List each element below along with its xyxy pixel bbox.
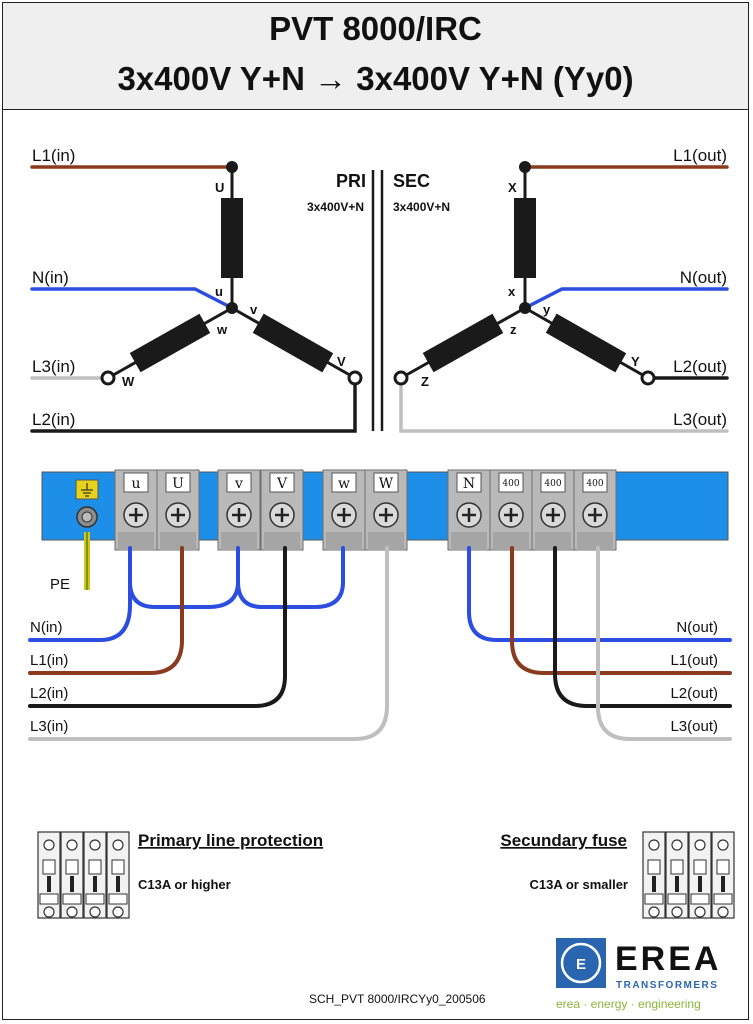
primary-node-u	[226, 161, 238, 173]
label-wire-l3-in: L3(in)	[30, 718, 68, 735]
primary-l2-wire	[30, 376, 357, 433]
label-winding-U: U	[215, 180, 224, 195]
primary-n-wire	[30, 287, 234, 310]
terminal-10: 400	[573, 469, 617, 551]
secondary-winding-x	[514, 167, 536, 308]
secondary-node-x	[519, 161, 531, 173]
secondary-protection-title: Secundary fuse	[500, 831, 627, 850]
secondary-node-z	[393, 370, 409, 386]
terminal-4: V	[260, 469, 304, 551]
primary-star-point	[226, 302, 238, 314]
label-winding-w: w	[216, 322, 228, 337]
label-winding-V: V	[337, 354, 346, 369]
secondary-winding-y	[524, 306, 649, 380]
wire-l3-in	[28, 546, 389, 741]
terminal-label: w	[338, 476, 350, 492]
label-pe: PE	[50, 576, 70, 593]
title-configuration: 3x400V Y+N → 3x400V Y+N (Yy0)	[117, 60, 634, 97]
footer-doc-id: SCH_PVT 8000/IRCYy0_200506	[309, 992, 486, 1006]
terminal-8: 400	[489, 469, 533, 551]
label-l1-in: L1(in)	[32, 146, 75, 165]
terminal-label: W	[379, 476, 394, 492]
erea-logo: E EREA TRANSFORMERS erea · energy · engi…	[556, 938, 721, 1011]
label-l2-in: L2(in)	[32, 410, 75, 429]
svg-text:E: E	[576, 956, 586, 973]
label-n-out: N(out)	[680, 268, 727, 287]
wire-l1-out	[510, 546, 732, 675]
primary-breaker-icon	[37, 831, 130, 919]
terminal-label: U	[172, 476, 184, 492]
label-l1-out: L1(out)	[673, 146, 727, 165]
secondary-winding-z	[400, 306, 526, 380]
secondary-protection-rating: C13A or smaller	[529, 877, 628, 892]
terminal-label: 400	[544, 479, 561, 489]
secondary-n-wire	[523, 287, 729, 310]
logo-tagline: erea · energy · engineering	[556, 997, 701, 1011]
terminal-5: w	[322, 469, 366, 551]
secondary-breaker-icon	[642, 831, 735, 919]
label-sec: SEC	[393, 171, 430, 191]
label-winding-x: x	[508, 284, 516, 299]
wire-l1-in	[28, 546, 184, 675]
label-winding-v: v	[250, 302, 258, 317]
terminal-3: v	[217, 469, 261, 551]
wire-l2-in	[28, 546, 287, 708]
wire-l3-out	[596, 546, 732, 741]
label-winding-z: z	[510, 322, 517, 337]
label-pri-voltage: 3x400V+N	[307, 200, 364, 214]
terminal-label: 400	[586, 479, 603, 489]
terminal-2: U	[156, 469, 200, 551]
label-wire-n-in: N(in)	[30, 619, 63, 636]
primary-winding-w	[107, 306, 233, 380]
label-pri: PRI	[336, 171, 366, 191]
secondary-l3-wire	[399, 376, 729, 433]
pe-terminal	[75, 479, 99, 590]
title-model: PVT 8000/IRC	[269, 10, 482, 47]
primary-protection-rating: C13A or higher	[138, 877, 231, 892]
wire-n-out	[467, 546, 732, 642]
label-wire-l2-out: L2(out)	[670, 685, 718, 702]
secondary-star-point	[519, 302, 531, 314]
terminal-1: u	[114, 469, 158, 551]
label-wire-n-out: N(out)	[676, 619, 718, 636]
logo-name: EREA	[615, 940, 721, 978]
label-l3-out: L3(out)	[673, 410, 727, 429]
terminal-9: 400	[531, 469, 575, 551]
label-winding-Y: Y	[631, 354, 640, 369]
primary-node-v	[347, 370, 363, 386]
label-l2-out: L2(out)	[673, 357, 727, 376]
label-winding-y: y	[543, 302, 551, 317]
wire-n-in	[28, 546, 345, 642]
primary-winding-u	[221, 167, 243, 308]
terminal-label: 400	[502, 479, 519, 489]
terminal-label: N	[463, 476, 475, 492]
label-winding-W: W	[122, 374, 135, 389]
header: PVT 8000/IRC 3x400V Y+N → 3x400V Y+N (Yy…	[2, 2, 749, 110]
label-n-in: N(in)	[32, 268, 69, 287]
label-winding-X: X	[508, 180, 517, 195]
terminal-label: v	[234, 476, 243, 492]
terminal-7: N	[447, 469, 491, 551]
wire-l2-out	[553, 546, 732, 708]
label-wire-l3-out: L3(out)	[670, 718, 718, 735]
primary-protection-title: Primary line protection	[138, 831, 323, 850]
erea-logo-mark-icon	[556, 938, 606, 988]
label-wire-l1-out: L1(out)	[670, 652, 718, 669]
label-wire-l2-in: L2(in)	[30, 685, 68, 702]
terminal-label: u	[131, 476, 140, 492]
primary-winding-v	[231, 306, 356, 380]
terminal-label: V	[276, 476, 288, 492]
logo-sub: TRANSFORMERS	[616, 980, 718, 991]
secondary-node-y	[640, 370, 656, 386]
label-winding-u: u	[215, 284, 223, 299]
label-wire-l1-in: L1(in)	[30, 652, 68, 669]
label-l3-in: L3(in)	[32, 357, 75, 376]
primary-node-w	[100, 370, 116, 386]
label-winding-Z: Z	[421, 374, 429, 389]
label-sec-voltage: 3x400V+N	[393, 200, 450, 214]
